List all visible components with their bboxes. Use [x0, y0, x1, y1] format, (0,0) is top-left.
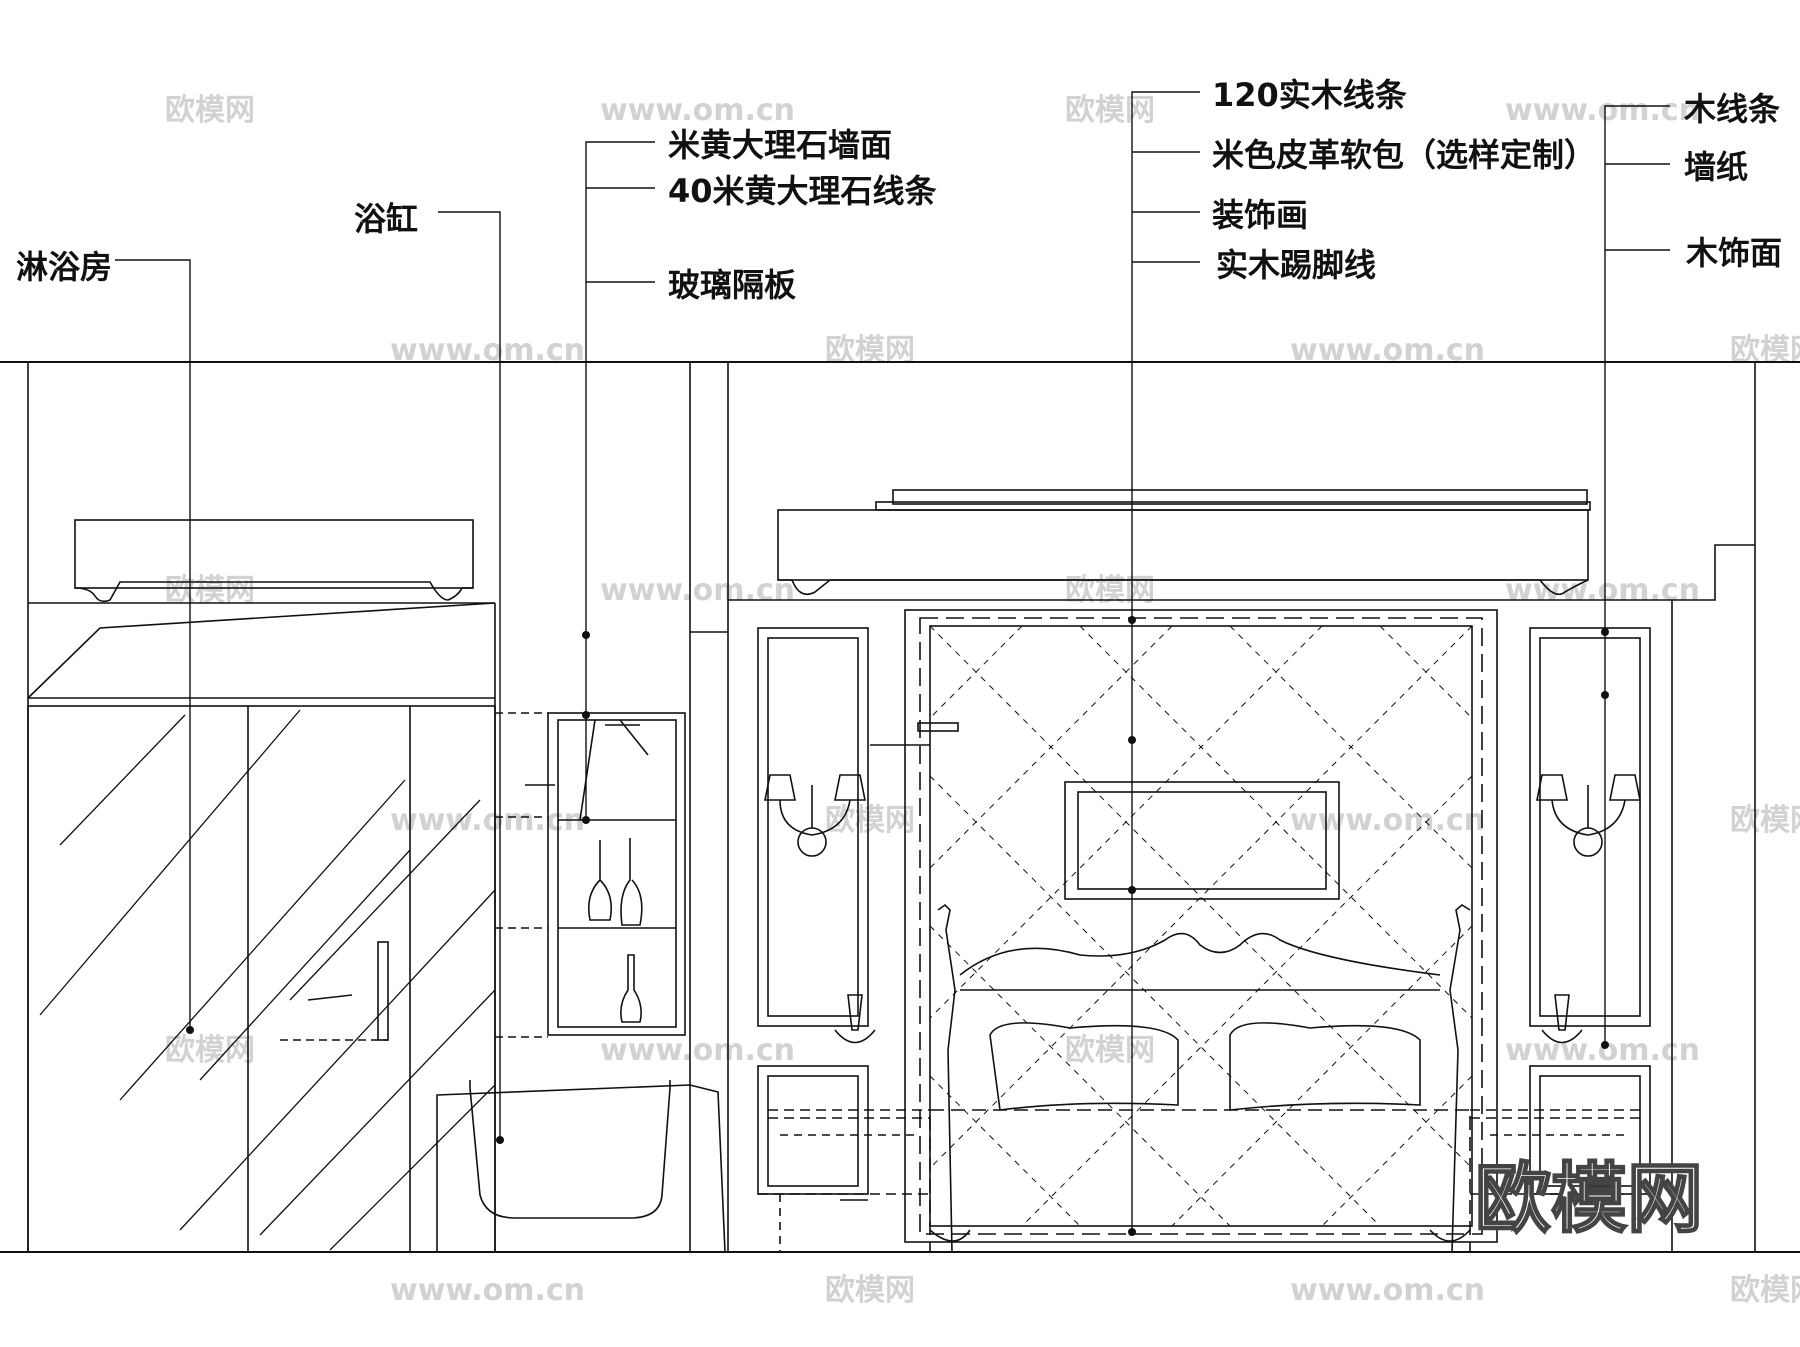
- label-beige-marble-trim: 40米黄大理石线条: [668, 172, 937, 210]
- label-glass-partition: 玻璃隔板: [668, 266, 796, 304]
- watermark-text: www.om.cn: [600, 1033, 795, 1068]
- watermark-text: 欧模网: [1065, 93, 1155, 128]
- watermark-text: www.om.cn: [1505, 1033, 1700, 1068]
- watermark-text: 欧模网: [825, 803, 915, 838]
- watermark-text: www.om.cn: [1505, 93, 1700, 128]
- watermark-text: www.om.cn: [600, 573, 795, 608]
- label-shower-room: 淋浴房: [16, 248, 112, 286]
- watermark-text: www.om.cn: [1290, 803, 1485, 838]
- label-decorative-painting: 装饰画: [1212, 196, 1308, 234]
- label-wood-veneer: 木饰面: [1685, 234, 1782, 272]
- label-solid-wood-trim: 120实木线条: [1212, 76, 1407, 114]
- watermark-text: 欧模网: [165, 1033, 255, 1068]
- watermark-text: 欧模网: [1065, 1033, 1155, 1068]
- label-solid-wood-skirting: 实木踢脚线: [1216, 246, 1376, 284]
- label-bathtub: 浴缸: [354, 200, 418, 238]
- watermark-text: 欧模网: [825, 1273, 915, 1308]
- label-leather-panel: 米色皮革软包（选样定制）: [1212, 136, 1596, 174]
- watermark-text: www.om.cn: [390, 1273, 585, 1308]
- label-wood-trim: 木线条: [1683, 90, 1780, 128]
- corner-watermark: 欧模网: [1475, 1154, 1703, 1243]
- watermark-text: www.om.cn: [1505, 573, 1700, 608]
- watermark-text: www.om.cn: [600, 93, 795, 128]
- watermark-text: 欧模网: [165, 573, 255, 608]
- watermark-text: 欧模网: [1730, 803, 1800, 838]
- watermark-text: www.om.cn: [390, 803, 585, 838]
- watermark-text: 欧模网: [1730, 1273, 1800, 1308]
- label-wallpaper: 墙纸: [1684, 148, 1748, 186]
- label-beige-marble-wall: 米黄大理石墙面: [668, 126, 892, 164]
- watermark-text: 欧模网: [1065, 573, 1155, 608]
- watermark-text: 欧模网: [165, 93, 255, 128]
- watermark-text: www.om.cn: [1290, 1273, 1485, 1308]
